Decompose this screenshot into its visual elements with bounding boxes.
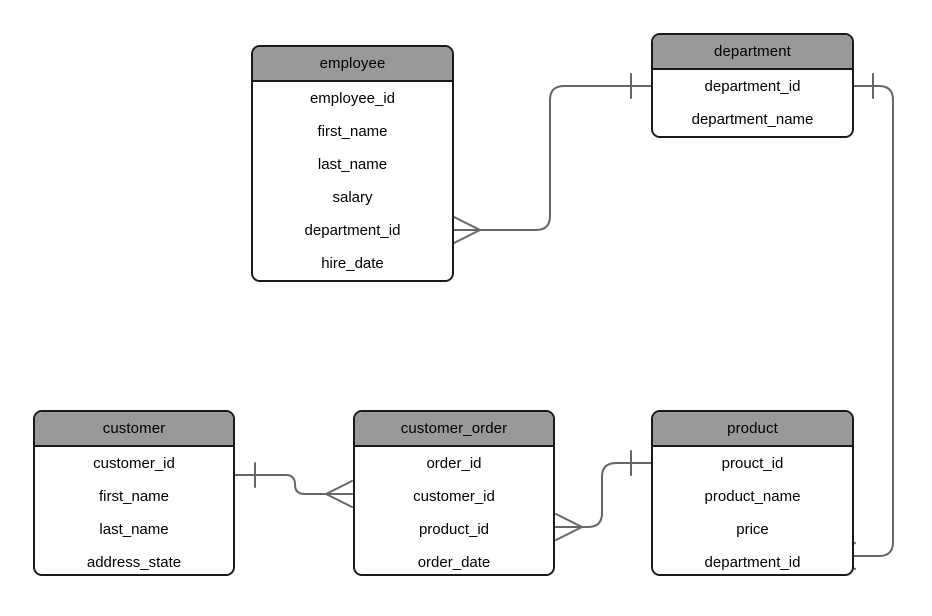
entity-title: product (653, 412, 852, 447)
relationship-department-product[interactable] (853, 85, 894, 557)
relationship-customer-customer_order[interactable] (234, 474, 353, 495)
entity-title: department (653, 35, 852, 70)
attribute-row: hire_date (253, 247, 452, 280)
entity-attribute-list: department_id department_name (653, 70, 852, 136)
attribute-row: prouct_id (653, 447, 852, 480)
entity-employee[interactable]: employee employee_id first_name last_nam… (251, 45, 454, 282)
attribute-row: product_name (653, 480, 852, 513)
attribute-row: last_name (35, 513, 233, 546)
attribute-row: first_name (253, 115, 452, 148)
attribute-row: last_name (253, 148, 452, 181)
attribute-row: first_name (35, 480, 233, 513)
attribute-row: price (653, 513, 852, 546)
entity-attribute-list: employee_id first_name last_name salary … (253, 82, 452, 280)
entity-attribute-list: prouct_id product_name price department_… (653, 447, 852, 574)
attribute-row: customer_id (355, 480, 553, 513)
entity-department[interactable]: department department_id department_name (651, 33, 854, 138)
relationship-employee-department[interactable] (453, 85, 652, 231)
attribute-row: order_id (355, 447, 553, 480)
attribute-row: department_id (653, 70, 852, 103)
attribute-row: salary (253, 181, 452, 214)
attribute-row: department_id (653, 546, 852, 574)
entity-product[interactable]: product prouct_id product_name price dep… (651, 410, 854, 576)
entity-customer[interactable]: customer customer_id first_name last_nam… (33, 410, 235, 576)
relationship-customer_order-product[interactable] (555, 462, 652, 528)
attribute-row: product_id (355, 513, 553, 546)
entity-title: customer_order (355, 412, 553, 447)
entity-attribute-list: customer_id first_name last_name address… (35, 447, 233, 574)
attribute-row: customer_id (35, 447, 233, 480)
attribute-row: order_date (355, 546, 553, 574)
attribute-row: department_name (653, 103, 852, 136)
entity-customer-order[interactable]: customer_order order_id customer_id prod… (353, 410, 555, 576)
entity-attribute-list: order_id customer_id product_id order_da… (355, 447, 553, 574)
attribute-row: address_state (35, 546, 233, 574)
attribute-row: department_id (253, 214, 452, 247)
crow-foot-marker (453, 216, 481, 244)
crow-foot-marker (325, 480, 353, 508)
attribute-row: employee_id (253, 82, 452, 115)
entity-title: customer (35, 412, 233, 447)
entity-title: employee (253, 47, 452, 82)
crow-foot-marker (555, 513, 583, 541)
